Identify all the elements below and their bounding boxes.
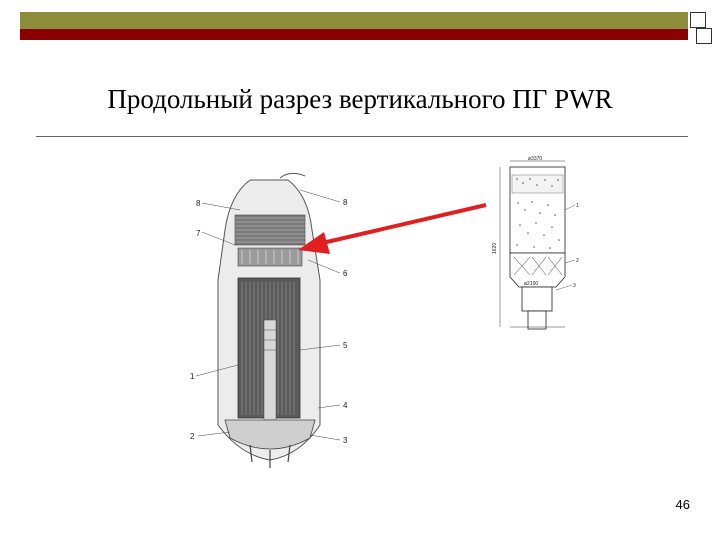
part-label: 3 [573,283,576,289]
part-label: 1 [576,203,579,209]
slide-title: Продольный разрез вертикального ПГ PWR [107,84,613,114]
steam-generator-section-figure: 8 7 8 6 5 1 4 2 3 [190,172,348,468]
part-label: 2 [576,258,579,264]
callout-label: 3 [343,436,348,445]
callout-label: 8 [343,198,348,207]
pointer-arrow [298,203,487,254]
dimension-bottom: ø2100 [524,281,538,287]
dimension-height: 1620 [492,243,498,254]
corner-square-offset [696,28,712,44]
callout-label: 1 [190,372,195,381]
maroon-band [20,29,688,40]
corner-square [690,12,706,28]
callout-label: 4 [343,401,348,410]
steam-generator-schematic-figure: ø3370 1620 ø2100 1 2 3 [492,156,579,330]
callout-label: 7 [196,229,201,238]
callout-label: 8 [196,199,201,208]
header-decoration-bar [20,12,712,44]
page-number: 46 [675,497,690,512]
callout-label: 5 [343,341,348,350]
dimension-top: ø3370 [528,156,542,162]
callout-label: 2 [190,432,195,441]
olive-band [20,12,688,29]
callout-label: 6 [343,269,348,278]
title-divider [36,136,688,137]
